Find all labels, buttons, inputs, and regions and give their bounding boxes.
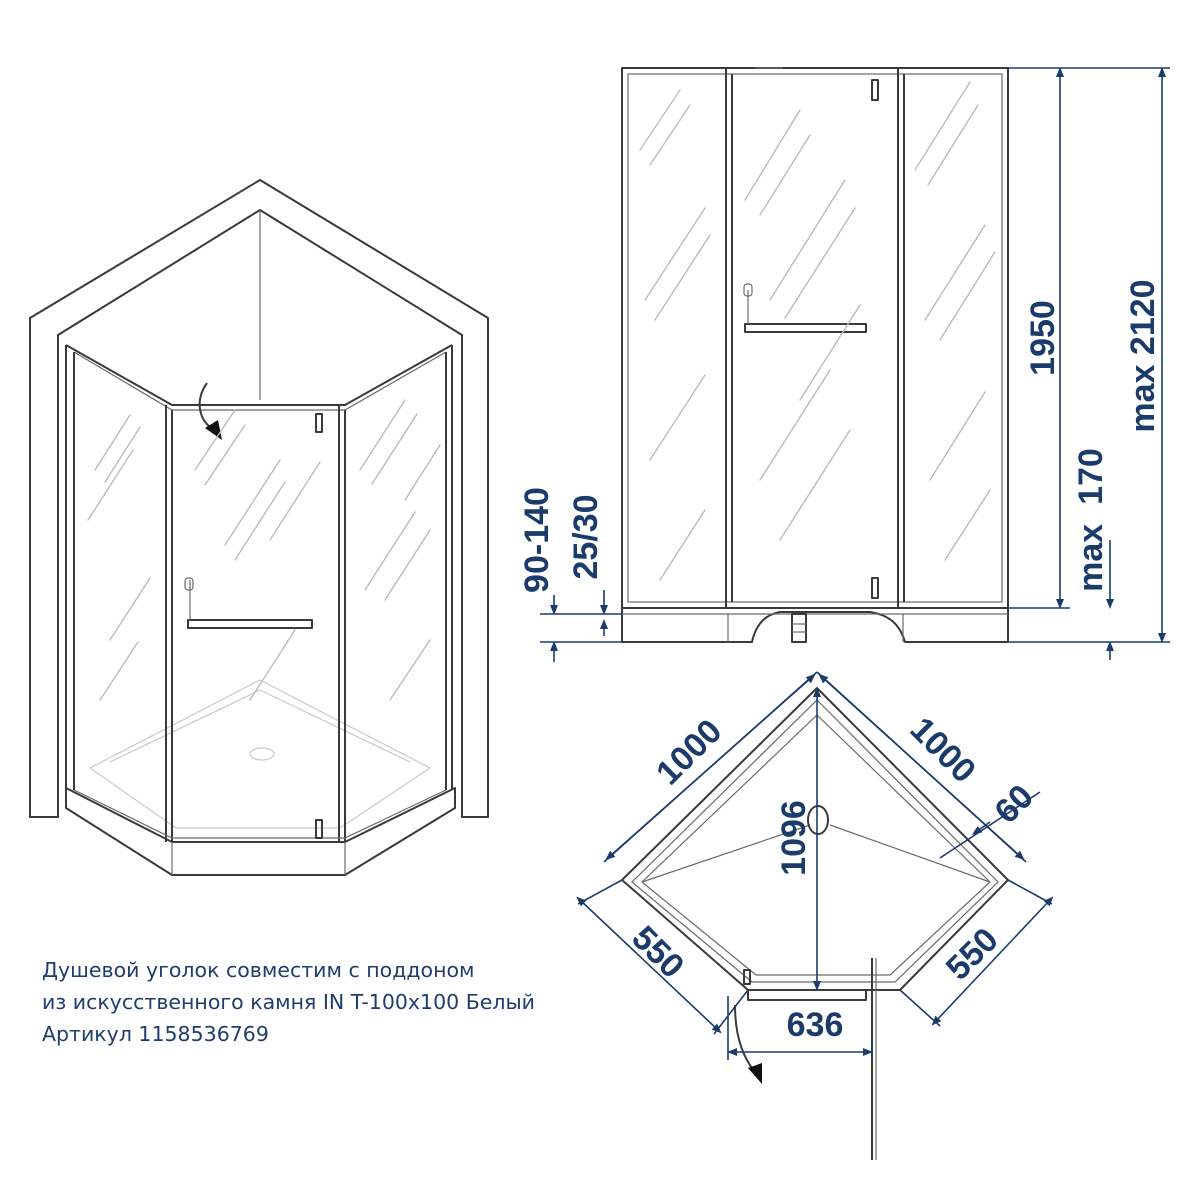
front-view-dimensions: 1950 max 2120 max 170 90-140 25/30	[518, 67, 1170, 662]
caption-article: Артикул 1158536769	[42, 1022, 269, 1046]
caption-line-2: из искусственного камня IN T-100x100 Бел…	[42, 990, 535, 1014]
isometric-view	[29, 179, 489, 876]
front-view	[621, 67, 1009, 643]
dim-1000-right: 1000	[903, 710, 983, 790]
dim-550-right: 550	[939, 921, 1006, 988]
dim-636: 636	[787, 1006, 844, 1044]
caption-line-1: Душевой уголок совместим с поддоном	[42, 958, 475, 982]
product-caption: Душевой уголок совместим с поддоном из и…	[42, 954, 682, 1050]
dim-max-2120: max 2120	[1124, 279, 1162, 432]
dim-1950: 1950	[1024, 300, 1062, 376]
dim-60: 60	[987, 777, 1041, 831]
dim-1000-left: 1000	[649, 712, 729, 792]
dim-90-140: 90-140	[518, 487, 556, 593]
dim-25-30: 25/30	[567, 494, 605, 579]
dim-1096: 1096	[775, 800, 813, 876]
dim-max-170: max 170	[1072, 448, 1110, 592]
